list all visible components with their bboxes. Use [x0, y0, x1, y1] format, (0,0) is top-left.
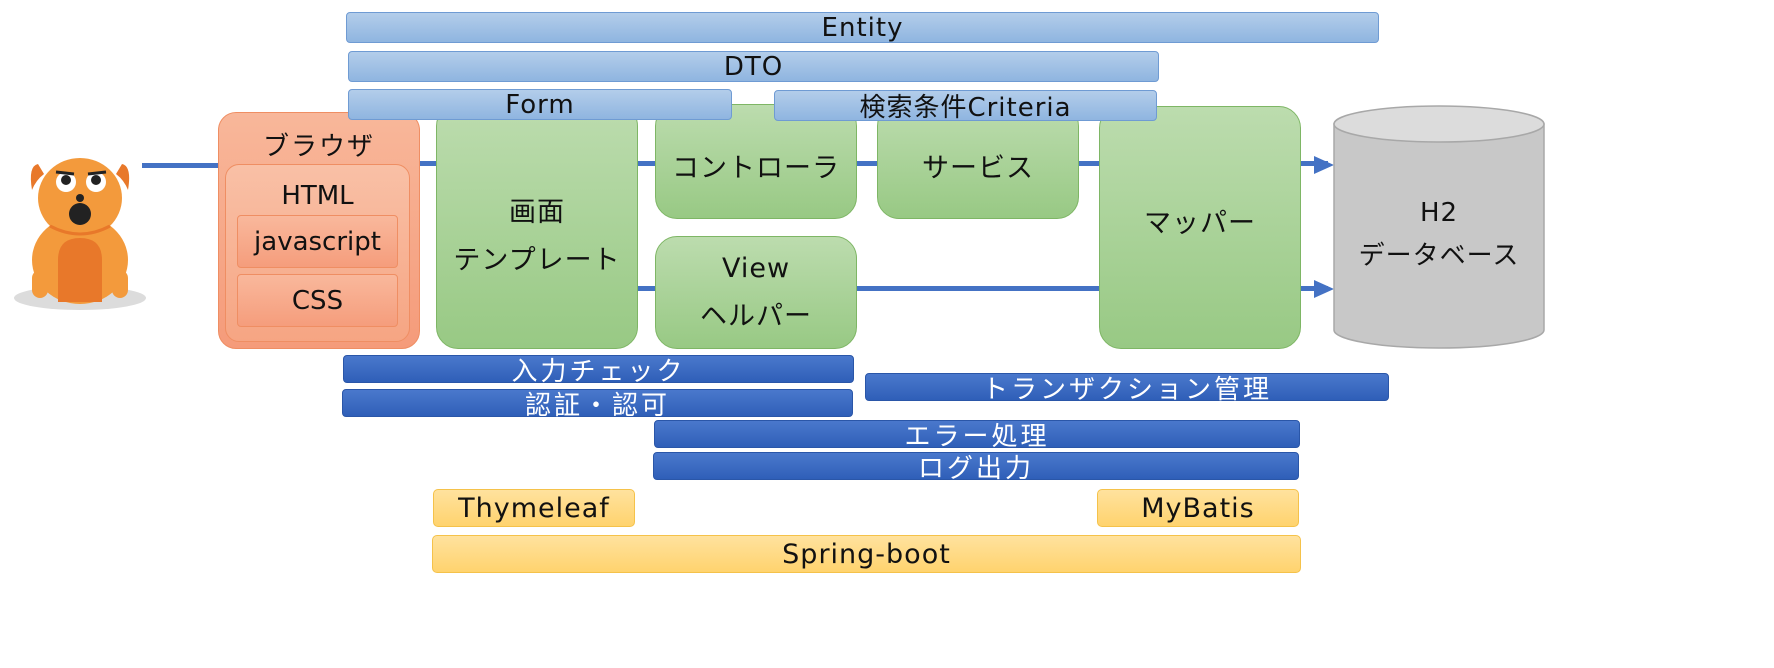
- mapper-block: マッパー: [1099, 106, 1301, 349]
- spring-boot-bar: Spring-boot: [432, 535, 1301, 573]
- view-helper-line1: View: [721, 253, 791, 285]
- database-cylinder-icon: [1333, 105, 1545, 349]
- transaction-bar: トランザクション管理: [865, 373, 1389, 405]
- flow-line-bottom: [636, 286, 1328, 291]
- view-helper-line2: ヘルパー: [700, 300, 812, 332]
- screen-template-line2: テンプレート: [453, 244, 621, 276]
- db-label-line1: H2: [1419, 198, 1459, 229]
- screen-template-block: 画面 テンプレート: [436, 104, 638, 349]
- error-handling-bar: エラー処理: [654, 420, 1300, 452]
- dto-bar: DTO: [348, 51, 1159, 82]
- javascript-block: javascript: [237, 215, 398, 268]
- log-output-bar: ログ出力: [653, 452, 1299, 484]
- entity-bar: Entity: [346, 12, 1379, 43]
- flow-line-user-browser: [142, 163, 222, 168]
- screen-template-line1: 画面: [509, 197, 565, 229]
- criteria-bar: 検索条件Criteria: [774, 90, 1157, 123]
- html-label: HTML: [281, 181, 354, 211]
- css-block: CSS: [237, 274, 398, 327]
- form-bar: Form: [348, 89, 732, 120]
- arrow-head-top: [1314, 156, 1334, 174]
- mybatis-bar: MyBatis: [1097, 489, 1299, 527]
- flow-line-top: [418, 161, 1328, 166]
- thymeleaf-bar: Thymeleaf: [433, 489, 635, 527]
- controller-block: コントローラ: [655, 104, 857, 219]
- view-helper-block: View ヘルパー: [655, 236, 857, 349]
- auth-bar: 認証・認可: [342, 389, 853, 421]
- db-label: H2 データベース: [1334, 190, 1544, 280]
- db-label-line2: データベース: [1358, 241, 1520, 271]
- input-check-bar: 入力チェック: [343, 355, 854, 387]
- arrow-head-bottom: [1314, 280, 1334, 298]
- dog-user-icon: [14, 158, 146, 310]
- browser-title: ブラウザ: [262, 131, 375, 162]
